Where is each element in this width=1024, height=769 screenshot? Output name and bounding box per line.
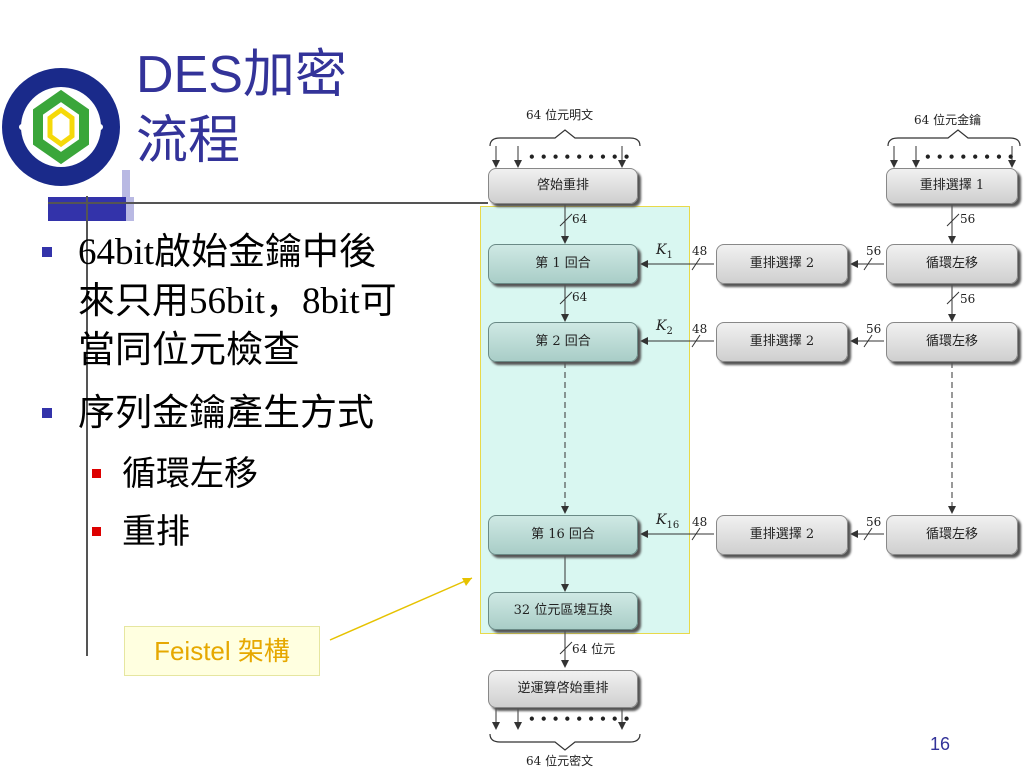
bullet-item: 64bit啟始金鑰中後 來只用56bit，8bit可 當同位元檢查 <box>38 228 478 375</box>
round-16-box: 第 16 回合 <box>488 515 638 555</box>
subkey-label-k2: K2 <box>656 318 673 337</box>
sub-bullet-square-icon <box>92 469 101 478</box>
swap-box: 32 位元區塊互換 <box>488 592 638 630</box>
left-shift-box: 循環左移 <box>886 515 1018 555</box>
accent-line-horizontal <box>48 202 488 204</box>
title-line-2: 流程 <box>136 112 241 170</box>
bullet-square-icon <box>42 408 52 418</box>
permuted-choice-2-box: 重排選擇 2 <box>716 515 848 555</box>
bullet-line: 序列金鑰產生方式 <box>78 393 374 434</box>
title-line-1: DES加密 <box>136 46 347 104</box>
width-label-56: 56 <box>866 244 882 258</box>
bullet-list: 64bit啟始金鑰中後 來只用56bit，8bit可 當同位元檢查 序列金鑰產生… <box>38 228 478 568</box>
bullet-square-icon <box>42 247 52 257</box>
width-label-56: 56 <box>960 212 976 226</box>
width-label-64-bits: 64 位元 <box>572 642 616 656</box>
accent-bar-light <box>126 197 134 221</box>
permuted-choice-1-box: 重排選擇 1 <box>886 168 1018 204</box>
sub-bullet-text: 重排 <box>122 514 190 551</box>
university-logo <box>0 66 122 188</box>
width-label-56: 56 <box>960 292 976 306</box>
width-label-48: 48 <box>692 322 708 336</box>
width-label-64: 64 <box>572 212 588 226</box>
bullet-line: 來只用56bit，8bit可 <box>78 281 397 322</box>
bullet-line: 當同位元檢查 <box>78 330 300 371</box>
plaintext-dots: • • • • • • • • • <box>528 150 631 164</box>
sub-bullet-text: 循環左移 <box>122 456 258 493</box>
left-shift-box: 循環左移 <box>886 322 1018 362</box>
left-shift-box: 循環左移 <box>886 244 1018 284</box>
round-1-box: 第 1 回合 <box>488 244 638 284</box>
round-2-box: 第 2 回合 <box>488 322 638 362</box>
subkey-label-k16: K16 <box>656 512 680 531</box>
key-label: 64 位元金鑰 <box>914 113 982 127</box>
ciphertext-label: 64 位元密文 <box>526 754 594 768</box>
width-label-48: 48 <box>692 515 708 529</box>
initial-permutation-box: 啓始重排 <box>488 168 638 204</box>
feistel-label: Feistel 架構 <box>124 626 320 676</box>
slide-title: DES加密 流程 <box>136 42 396 174</box>
plaintext-label: 64 位元明文 <box>526 108 594 122</box>
bullet-item: 序列金鑰產生方式 <box>38 389 478 438</box>
width-label-56: 56 <box>866 515 882 529</box>
accent-line-vertical <box>86 196 88 656</box>
page-number: 16 <box>930 734 951 754</box>
sub-bullet-item: 重排 <box>38 510 478 556</box>
permuted-choice-2-box: 重排選擇 2 <box>716 322 848 362</box>
accent-bar-vertical <box>122 170 130 220</box>
sub-bullet-square-icon <box>92 527 101 536</box>
width-label-56: 56 <box>866 322 882 336</box>
subkey-label-k1: K1 <box>656 242 673 261</box>
inverse-initial-permutation-box: 逆運算啓始重排 <box>488 670 638 708</box>
width-label-48: 48 <box>692 244 708 258</box>
bullet-line: 64bit啟始金鑰中後 <box>78 232 377 273</box>
permuted-choice-2-box: 重排選擇 2 <box>716 244 848 284</box>
ciphertext-dots: • • • • • • • • • <box>528 712 631 726</box>
width-label-64: 64 <box>572 290 588 304</box>
sub-bullet-item: 循環左移 <box>38 452 478 498</box>
